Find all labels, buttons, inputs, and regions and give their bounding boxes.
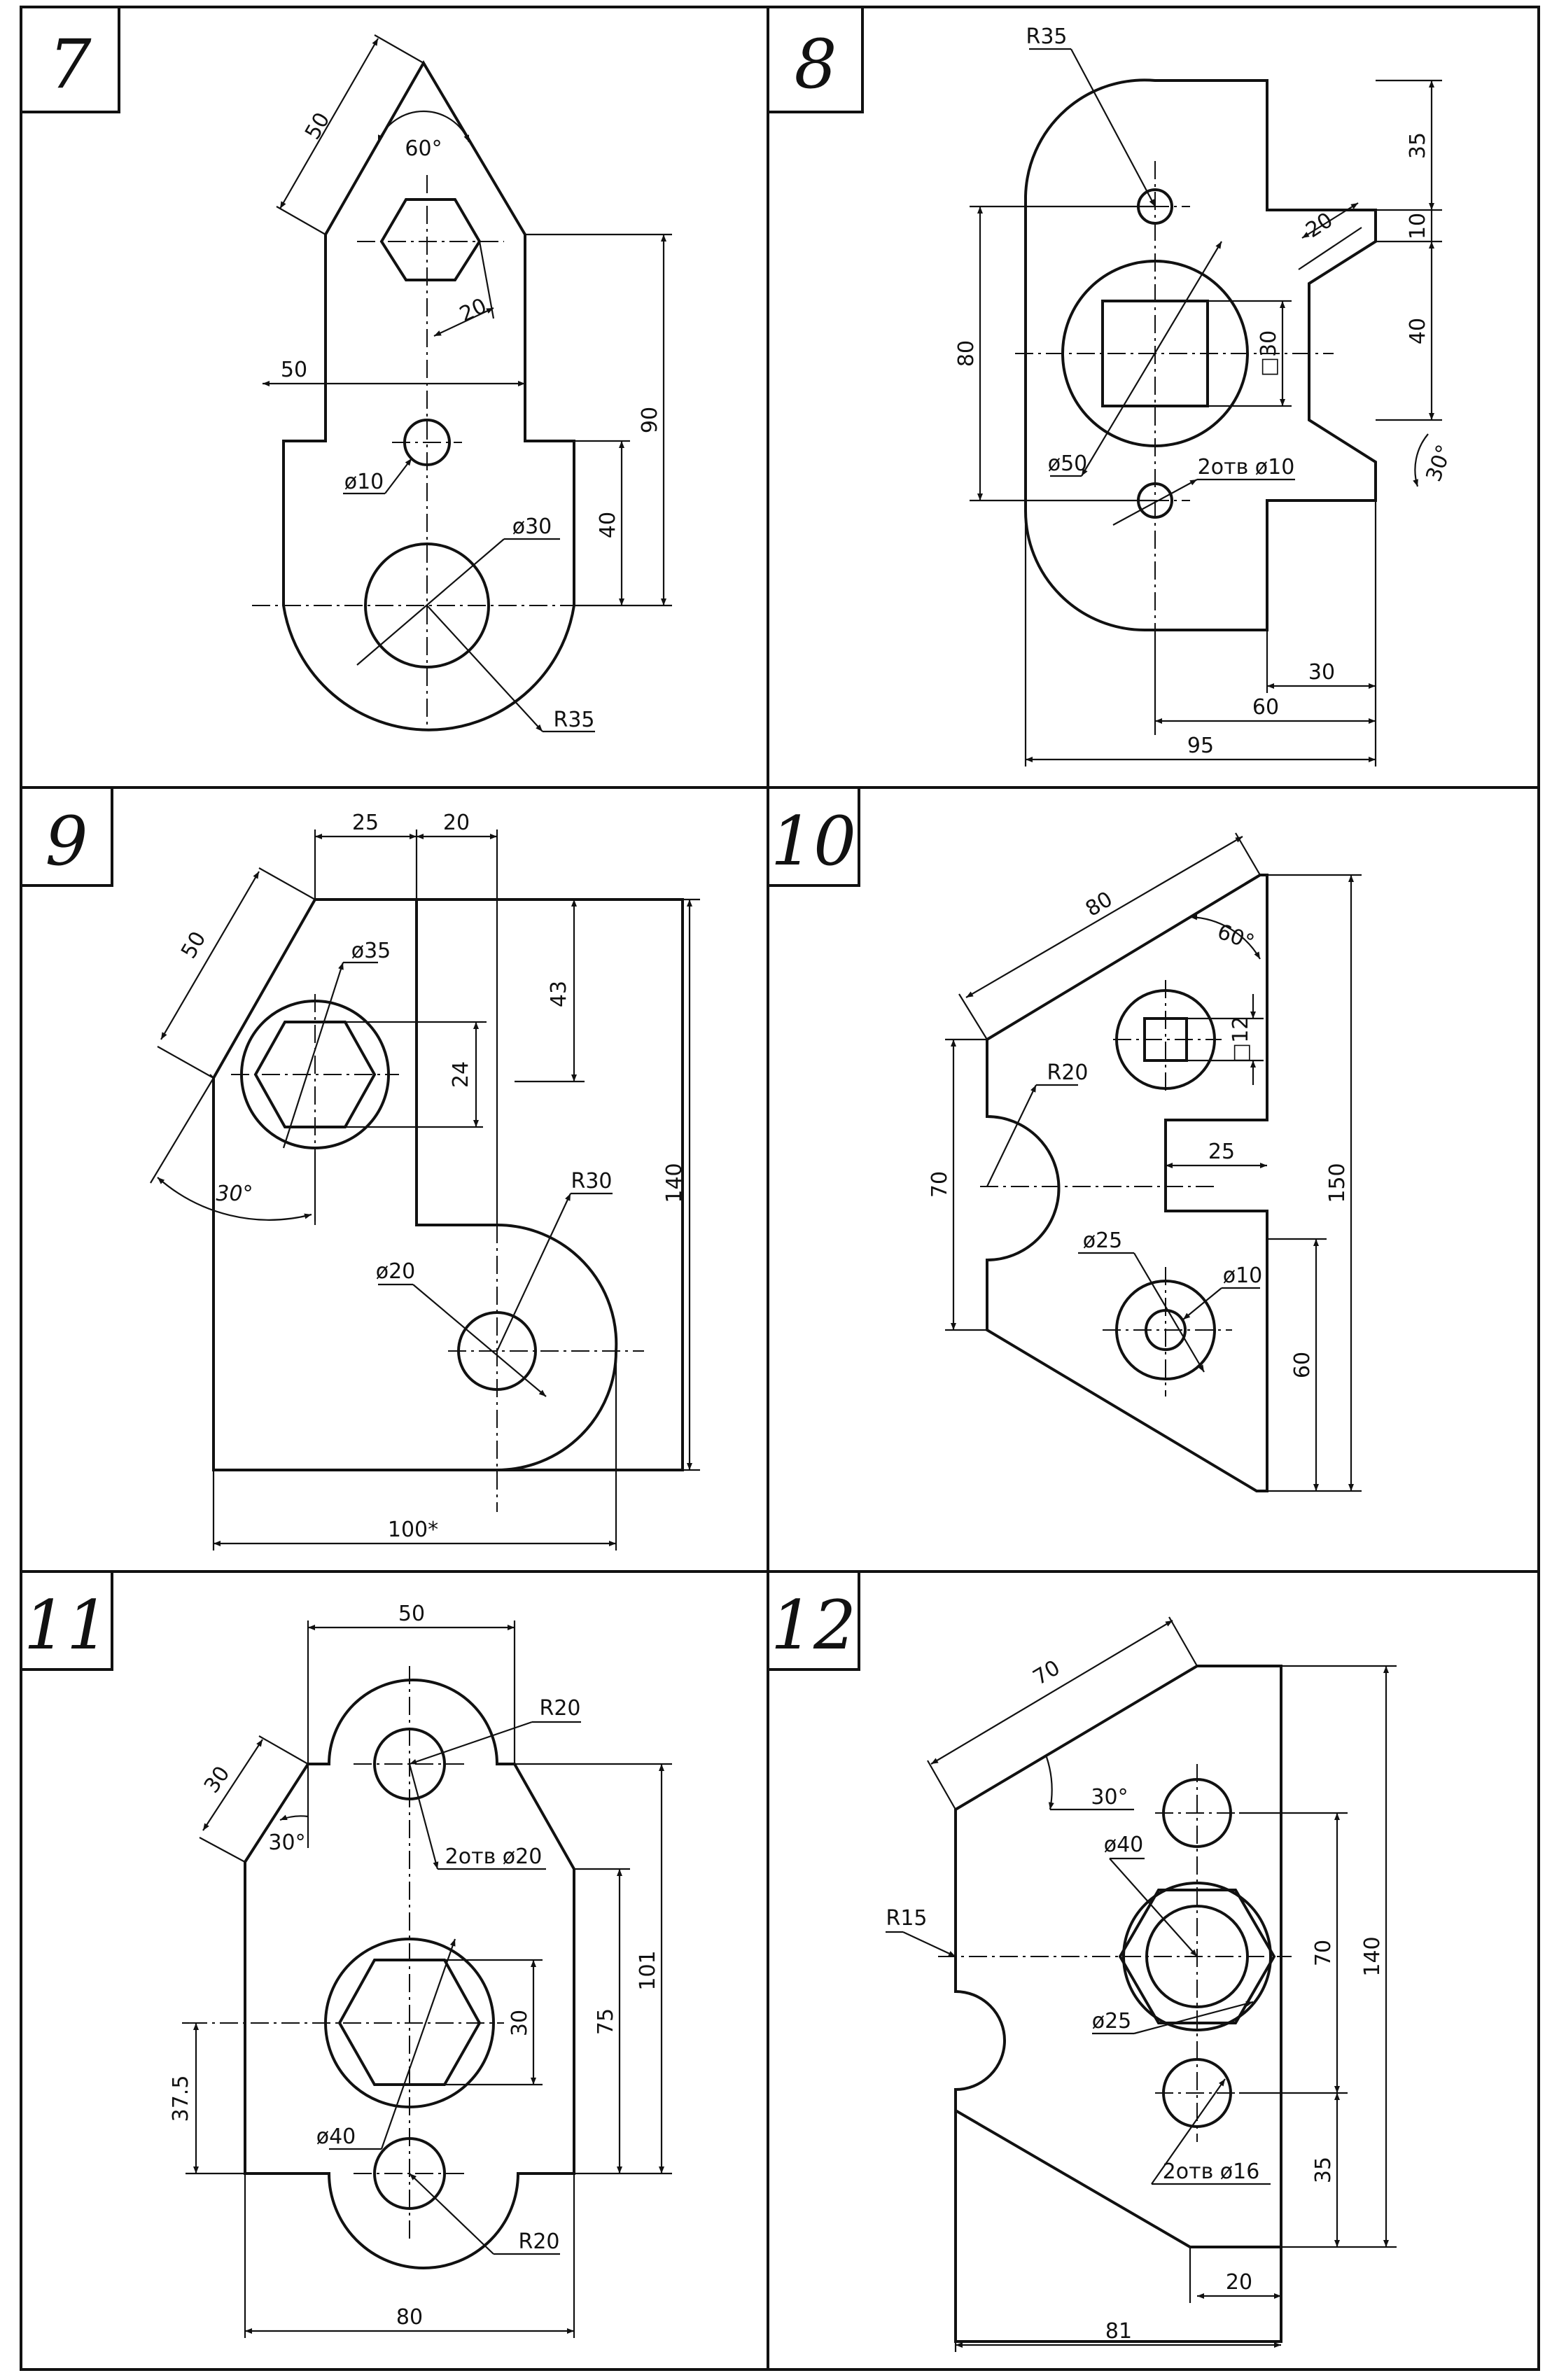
dim-11-80: 80 xyxy=(396,2305,423,2330)
drawing-9: 25 20 50 ø35 43 24 30° R30 140 ø20 100* xyxy=(150,811,700,1550)
dim-8-2holes: 2отв ø10 xyxy=(1198,455,1295,479)
dim-7-d30: ø30 xyxy=(512,514,552,539)
dim-9-r30: R30 xyxy=(571,1169,612,1194)
dim-11-75: 75 xyxy=(594,2008,618,2035)
dim-7-d10: ø10 xyxy=(344,470,384,494)
drawing-12: 70 30° ø40 R15 70 140 ø25 2отв ø16 35 20… xyxy=(886,1616,1397,2352)
dim-11-d40: ø40 xyxy=(316,2124,356,2149)
panel-number-11: 11 xyxy=(20,1570,113,1671)
dim-11-30v: 30 xyxy=(508,2010,532,2036)
drawing-8: R35 35 20 10 80 □30 40 ø50 2отв ø10 30° … xyxy=(954,24,1457,766)
dim-7-height-40: 40 xyxy=(596,512,620,538)
dim-8-sq30: □30 xyxy=(1257,330,1281,377)
dim-10-150: 150 xyxy=(1325,1163,1350,1203)
dim-9-50: 50 xyxy=(176,927,211,963)
dim-7-width-50: 50 xyxy=(281,358,307,382)
dim-9-d35: ø35 xyxy=(351,939,391,963)
dim-8-r35: R35 xyxy=(1026,24,1067,49)
dim-11-30: 30 xyxy=(200,1762,235,1798)
dim-12-70-edge: 70 xyxy=(1029,1656,1065,1690)
dim-8-40: 40 xyxy=(1406,318,1430,344)
svg-text:12: 12 xyxy=(771,1586,856,1665)
dim-9-25: 25 xyxy=(352,811,379,835)
dim-9-100: 100* xyxy=(388,1518,438,1542)
dim-11-2holes: 2отв ø20 xyxy=(445,1844,543,1869)
dim-12-70: 70 xyxy=(1311,1940,1336,1966)
dim-12-30deg: 30° xyxy=(1091,1785,1128,1809)
panel-number-8: 8 xyxy=(767,6,864,113)
dim-12-20: 20 xyxy=(1226,2270,1252,2295)
dim-10-80: 80 xyxy=(1082,887,1117,922)
dim-10-70: 70 xyxy=(928,1171,952,1198)
dim-12-81: 81 xyxy=(1105,2319,1132,2344)
dim-10-60deg: 60° xyxy=(1214,920,1257,955)
dim-10-r20: R20 xyxy=(1047,1060,1088,1085)
dim-8-35: 35 xyxy=(1406,132,1430,159)
drawing-11: 50 R20 30 30° 2отв ø20 101 75 30 37.5 ø4… xyxy=(169,1602,672,2338)
dim-12-35: 35 xyxy=(1311,2157,1336,2183)
dim-7-angle: 60° xyxy=(405,136,442,161)
panel-number-10: 10 xyxy=(767,786,860,887)
dim-10-25: 25 xyxy=(1208,1140,1235,1164)
dim-7-r35: R35 xyxy=(553,708,594,732)
dim-8-30: 30 xyxy=(1308,660,1335,685)
dim-8-95: 95 xyxy=(1187,734,1214,758)
dim-11-r20-top: R20 xyxy=(539,1696,580,1721)
dim-9-24: 24 xyxy=(449,1061,473,1088)
panel-number-7: 7 xyxy=(20,6,120,113)
svg-text:10: 10 xyxy=(771,802,856,881)
svg-text:7: 7 xyxy=(48,25,91,104)
dim-10-d10: ø10 xyxy=(1223,1264,1263,1288)
dim-8-60: 60 xyxy=(1252,695,1279,720)
dim-10-60: 60 xyxy=(1290,1352,1315,1378)
dim-11-30deg: 30° xyxy=(268,1830,305,1855)
dim-12-r15: R15 xyxy=(886,1906,927,1931)
dim-9-20: 20 xyxy=(443,811,470,835)
dim-11-50: 50 xyxy=(398,1602,425,1626)
dim-7-hex: 20 xyxy=(456,293,490,327)
dim-12-140: 140 xyxy=(1360,1936,1385,1976)
dim-12-2holes: 2отв ø16 xyxy=(1163,2160,1260,2184)
drawing-7: 50 60° 20 50 90 40 ø10 ø30 R35 xyxy=(252,34,672,733)
dim-11-r20-bottom: R20 xyxy=(518,2230,559,2254)
dim-11-101: 101 xyxy=(636,1950,660,1990)
svg-text:11: 11 xyxy=(24,1586,109,1665)
dim-9-d20: ø20 xyxy=(376,1259,416,1284)
dim-8-30deg: 30° xyxy=(1422,442,1457,485)
svg-text:9: 9 xyxy=(45,802,88,881)
dim-9-30deg: 30° xyxy=(216,1182,253,1206)
dim-9-43: 43 xyxy=(547,981,571,1007)
dim-12-d25: ø25 xyxy=(1092,2009,1132,2033)
dim-10-d25: ø25 xyxy=(1083,1228,1123,1253)
dim-8-d50: ø50 xyxy=(1048,451,1088,476)
dim-8-10: 10 xyxy=(1406,213,1430,239)
svg-text:8: 8 xyxy=(794,25,837,104)
dim-8-20: 20 xyxy=(1301,208,1337,243)
dim-12-d40: ø40 xyxy=(1104,1833,1144,1857)
panel-number-9: 9 xyxy=(20,786,113,887)
dim-11-37-5: 37.5 xyxy=(169,2076,193,2122)
drawing-10: 80 60° □12 R20 70 25 150 ø25 ø10 60 xyxy=(928,832,1362,1492)
dim-7-height-90: 90 xyxy=(638,407,662,433)
dim-9-140: 140 xyxy=(662,1163,687,1203)
dim-7-edge-50: 50 xyxy=(300,108,335,144)
panel-number-12: 12 xyxy=(767,1570,860,1671)
dim-10-sq12: □12 xyxy=(1229,1016,1253,1063)
dim-8-80: 80 xyxy=(954,340,979,367)
